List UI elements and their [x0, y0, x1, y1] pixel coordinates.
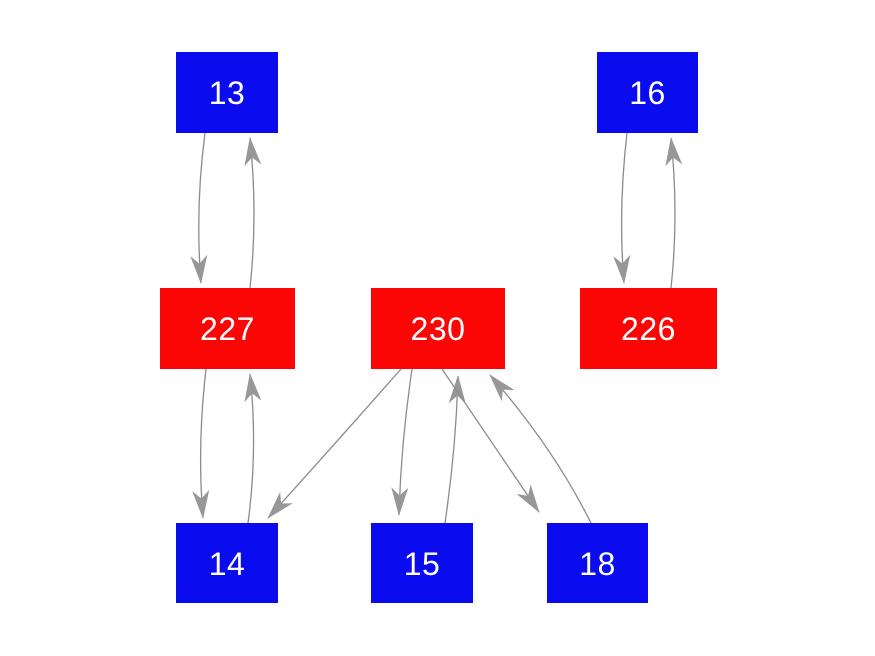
node-label: 226 [621, 311, 676, 347]
edge-230-15 [391, 368, 413, 516]
graph-node-227: 227 [160, 288, 295, 369]
node-label: 13 [208, 75, 246, 111]
node-label: 16 [629, 75, 666, 111]
node-label: 230 [410, 311, 466, 347]
graph-node-16: 16 [597, 52, 698, 133]
edge-227-13 [244, 137, 262, 289]
graph-node-15: 15 [371, 523, 473, 603]
graph-node-18: 18 [547, 523, 648, 603]
edge-230-14 [267, 368, 402, 519]
edge-15-230 [444, 375, 466, 524]
node-label: 227 [200, 311, 255, 347]
graph-node-14: 14 [176, 523, 278, 603]
edge-14-227 [244, 373, 262, 524]
graph-node-226: 226 [580, 288, 717, 369]
node-label: 18 [579, 545, 616, 582]
node-label: 15 [403, 545, 441, 582]
edge-13-227 [190, 132, 208, 284]
edge-16-226 [613, 132, 631, 284]
node-label: 14 [208, 545, 246, 582]
edge-18-230 [489, 374, 592, 524]
graph-node-13: 13 [176, 52, 278, 133]
graph-node-230: 230 [371, 288, 505, 369]
edge-226-16 [665, 137, 683, 289]
edge-227-14 [192, 368, 210, 519]
edge-230-18 [441, 368, 540, 513]
